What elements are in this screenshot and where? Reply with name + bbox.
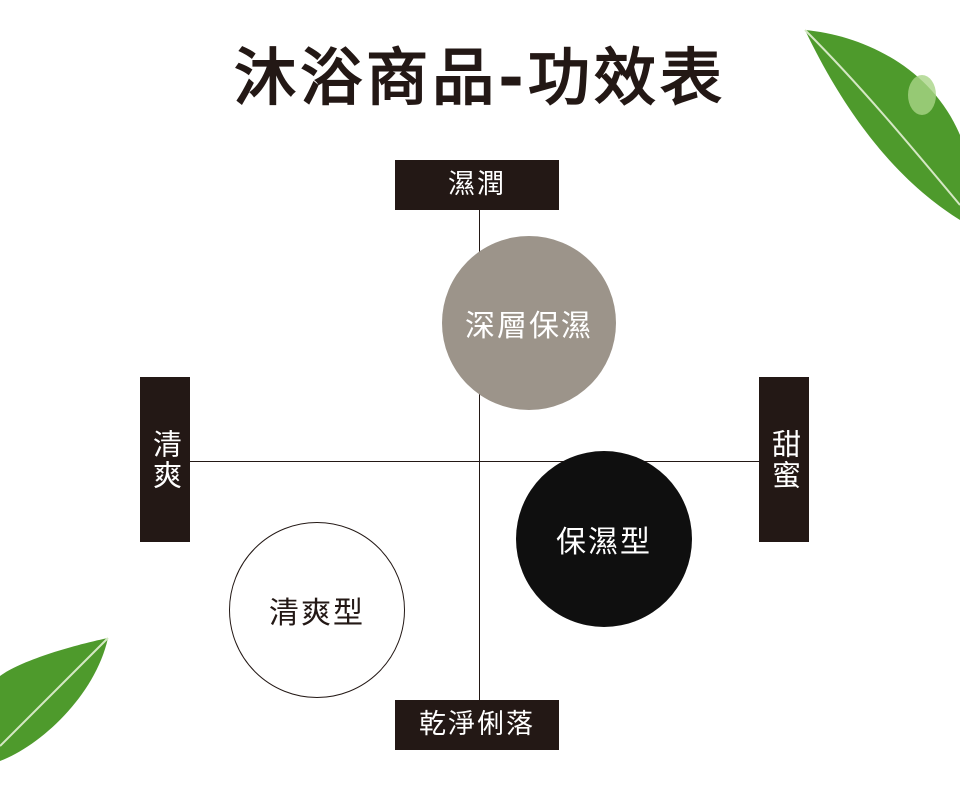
vertical-axis-line bbox=[479, 210, 480, 700]
leaf-bottom-left-icon bbox=[0, 637, 109, 761]
axis-label-bottom: 乾淨俐落 bbox=[395, 700, 559, 750]
axis-label-top: 濕潤 bbox=[395, 160, 559, 210]
axis-label-left: 清爽 bbox=[140, 377, 190, 542]
leaf-top-right-icon bbox=[804, 29, 960, 220]
circle-refreshing: 清爽型 bbox=[229, 522, 405, 698]
circle-deep-moisturizing: 深層保濕 bbox=[442, 236, 616, 410]
page-title: 沐浴商品-功效表 bbox=[234, 41, 726, 114]
circle-moisturizing: 保濕型 bbox=[516, 451, 692, 627]
axis-label-left-text: 清爽 bbox=[148, 428, 183, 491]
horizontal-axis-line bbox=[190, 461, 760, 462]
axis-label-right-text: 甜蜜 bbox=[767, 428, 802, 491]
axis-label-right: 甜蜜 bbox=[759, 377, 809, 542]
